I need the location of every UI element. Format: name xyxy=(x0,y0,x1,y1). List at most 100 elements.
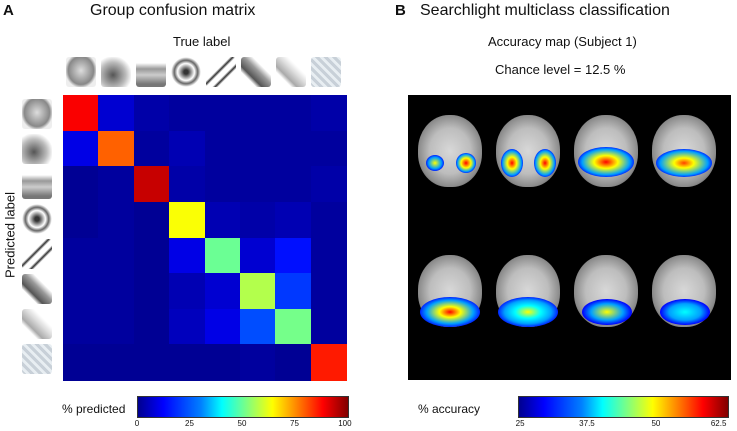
matrix-cell-bottle-scissors xyxy=(204,308,241,345)
matrix-cell-scissors-face xyxy=(63,237,99,274)
brain-slice-2 xyxy=(496,115,560,187)
matrix-cell-chair-house xyxy=(133,201,170,238)
matrix-cell-bottle-house xyxy=(133,308,170,345)
matrix-cell-cat-scissors xyxy=(204,130,241,167)
matrix-cell-face-cat xyxy=(98,95,135,132)
matrix-cell-face-bottle xyxy=(275,95,312,132)
matrix-cell-face-face xyxy=(63,95,99,132)
matrix-cell-scrambled-house xyxy=(133,344,170,381)
matrix-cell-scrambled-shoe xyxy=(239,344,276,381)
matrix-cell-bottle-chair xyxy=(169,308,205,345)
brain-slice-4 xyxy=(652,115,716,187)
predicted-tick-75: 75 xyxy=(290,419,299,428)
matrix-cell-face-scissors xyxy=(204,95,241,132)
brain-slice-3 xyxy=(574,115,638,187)
matrix-cell-scrambled-cat xyxy=(98,344,135,381)
matrix-cell-scrambled-chair xyxy=(169,344,205,381)
matrix-cell-house-scissors xyxy=(204,166,241,203)
brain-slice-5 xyxy=(418,255,482,327)
panel-b-letter: B xyxy=(395,2,406,19)
confusion-matrix-heatmap xyxy=(63,95,347,381)
matrix-cell-chair-scissors xyxy=(204,201,241,238)
matrix-cell-scissors-bottle xyxy=(275,237,312,274)
brain-slices-panel xyxy=(408,95,731,380)
matrix-cell-scrambled-scissors xyxy=(204,344,241,381)
matrix-cell-face-house xyxy=(133,95,170,132)
brain-slice-1 xyxy=(418,115,482,187)
shoe-thumbnail-row xyxy=(22,274,52,304)
face-thumbnail-row xyxy=(22,99,52,129)
predicted-tick-25: 25 xyxy=(185,419,194,428)
scrambled-thumbnail-row xyxy=(22,344,52,374)
matrix-cell-cat-face xyxy=(63,130,99,167)
predicted-label-text: Predicted label xyxy=(2,192,18,278)
bottle-thumbnail-col xyxy=(276,57,306,87)
matrix-cell-shoe-face xyxy=(63,273,99,310)
matrix-cell-chair-face xyxy=(63,201,99,238)
matrix-cell-house-house xyxy=(133,166,170,203)
accuracy-tick-25: 25 xyxy=(515,419,525,428)
matrix-cell-scissors-house xyxy=(133,237,170,274)
cat-thumbnail-col xyxy=(101,57,131,87)
matrix-cell-shoe-chair xyxy=(169,273,205,310)
matrix-cell-cat-scrambled xyxy=(310,130,347,167)
matrix-cell-chair-bottle xyxy=(275,201,312,238)
accuracy-colorbar xyxy=(518,396,729,418)
matrix-cell-cat-chair xyxy=(169,130,205,167)
predicted-tick-50: 50 xyxy=(237,419,247,428)
matrix-cell-face-chair xyxy=(169,95,205,132)
matrix-cell-house-cat xyxy=(98,166,135,203)
chair-thumbnail-col xyxy=(171,57,201,87)
matrix-cell-bottle-scrambled xyxy=(310,308,347,345)
panel-b-title: Searchlight multiclass classification xyxy=(420,2,670,19)
matrix-cell-house-chair xyxy=(169,166,205,203)
matrix-cell-house-scrambled xyxy=(310,166,347,203)
predicted-colorbar xyxy=(137,396,349,418)
face-thumbnail-col xyxy=(66,57,96,87)
matrix-cell-face-scrambled xyxy=(310,95,347,132)
matrix-cell-scrambled-bottle xyxy=(275,344,312,381)
matrix-cell-shoe-cat xyxy=(98,273,135,310)
matrix-cell-cat-shoe xyxy=(239,130,276,167)
predicted-colorbar-ticks: 0 25 50 75 100 xyxy=(134,419,352,429)
bottle-thumbnail-row xyxy=(22,309,52,339)
matrix-cell-house-face xyxy=(63,166,99,203)
matrix-cell-scissors-shoe xyxy=(239,237,276,274)
cat-thumbnail-row xyxy=(22,134,52,164)
panel-a-title: Group confusion matrix xyxy=(90,2,256,19)
matrix-cell-cat-cat xyxy=(98,130,135,167)
accuracy-map-subtitle: Accuracy map (Subject 1) xyxy=(488,34,637,49)
matrix-cell-bottle-bottle xyxy=(275,308,312,345)
matrix-cell-scissors-chair xyxy=(169,237,205,274)
house-thumbnail-row xyxy=(22,169,52,199)
chance-level-text: Chance level = 12.5 % xyxy=(495,62,626,77)
matrix-cell-scrambled-face xyxy=(63,344,99,381)
matrix-cell-bottle-shoe xyxy=(239,308,276,345)
matrix-cell-cat-bottle xyxy=(275,130,312,167)
chair-thumbnail-row xyxy=(22,204,52,234)
predicted-label-axis: Predicted label xyxy=(0,95,20,375)
matrix-cell-scissors-scissors xyxy=(204,237,241,274)
matrix-cell-shoe-bottle xyxy=(275,273,312,310)
matrix-cell-shoe-shoe xyxy=(239,273,276,310)
matrix-cell-shoe-house xyxy=(133,273,170,310)
matrix-cell-cat-house xyxy=(133,130,170,167)
accuracy-tick-37-5: 37.5 xyxy=(579,419,595,428)
matrix-cell-scissors-cat xyxy=(98,237,135,274)
predicted-tick-100: 100 xyxy=(338,419,352,428)
scissors-thumbnail-row xyxy=(22,239,52,269)
house-thumbnail-col xyxy=(136,57,166,87)
matrix-cell-house-bottle xyxy=(275,166,312,203)
scrambled-thumbnail-col xyxy=(311,57,341,87)
matrix-cell-scrambled-scrambled xyxy=(310,344,347,381)
matrix-cell-house-shoe xyxy=(239,166,276,203)
matrix-cell-chair-cat xyxy=(98,201,135,238)
accuracy-colorbar-label: % accuracy xyxy=(418,402,481,416)
matrix-cell-face-shoe xyxy=(239,95,276,132)
predicted-tick-0: 0 xyxy=(134,419,140,428)
brain-slice-6 xyxy=(496,255,560,327)
true-label-heading: True label xyxy=(173,34,231,49)
accuracy-tick-62-5: 62.5 xyxy=(710,419,727,428)
matrix-cell-bottle-face xyxy=(63,308,99,345)
accuracy-colorbar-ticks: 25 37.5 50 62.5 xyxy=(515,419,727,429)
